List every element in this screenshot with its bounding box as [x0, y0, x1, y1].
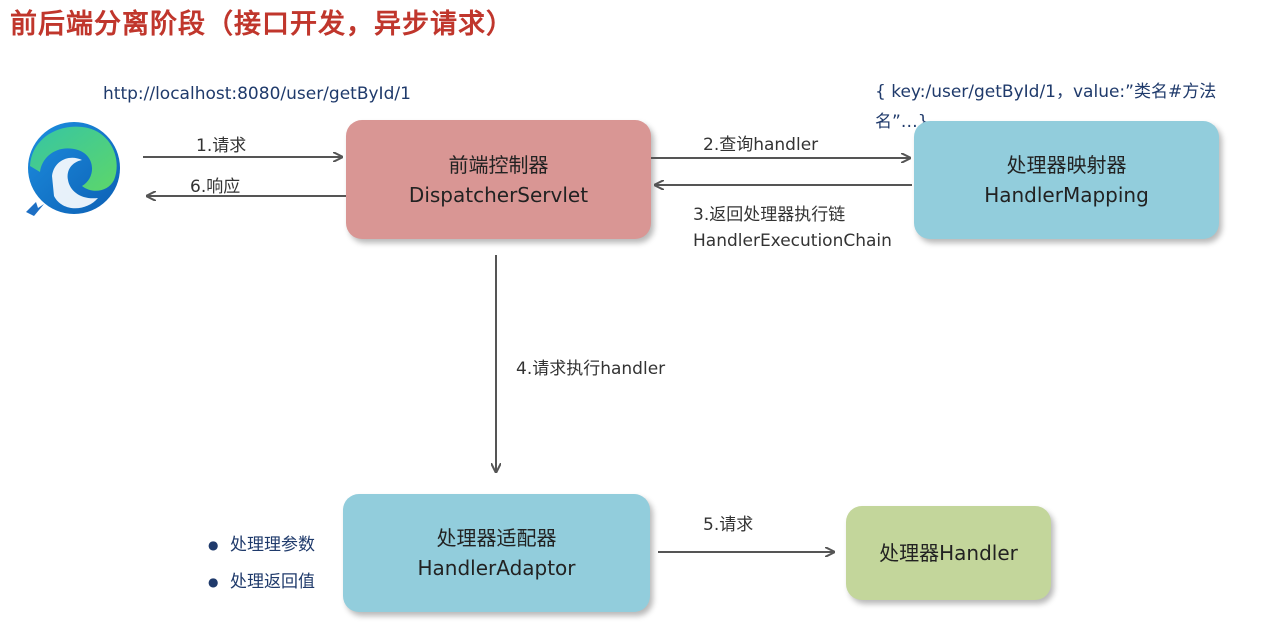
dispatcher-en-label: DispatcherServlet: [408, 182, 589, 207]
handler-mapping-note: { key:/user/getById/1，value:”类名#方法名”…}: [875, 82, 1217, 132]
dispatcher-servlet-node: 前端控制器 DispatcherServlet: [346, 120, 651, 239]
request-url: http://localhost:8080/user/getById/1: [103, 84, 411, 104]
edge-label-request: 1.请求: [196, 136, 247, 156]
edge-label-response: 6.响应: [190, 177, 241, 197]
adaptor-notes: ● 处理理参数 ● 处理返回值: [208, 531, 315, 605]
adaptor-note-text: 处理返回值: [230, 572, 315, 592]
handler-adaptor-node: 处理器适配器 HandlerAdaptor: [343, 494, 650, 612]
edge-label-return-chain: 3.返回处理器执行链: [693, 205, 846, 225]
adaptor-note-text: 处理理参数: [230, 535, 315, 555]
mapping-en-label: HandlerMapping: [984, 183, 1149, 207]
adaptor-en-label: HandlerAdaptor: [417, 556, 576, 580]
list-item: ● 处理理参数: [208, 531, 315, 568]
list-item: ● 处理返回值: [208, 568, 315, 605]
dispatcher-cn-label: 前端控制器: [448, 152, 549, 177]
edge-label-execution-chain: HandlerExecutionChain: [693, 231, 892, 251]
edge-label-execute-handler: 4.请求执行handler: [516, 359, 666, 379]
mapping-cn-label: 处理器映射器: [1006, 153, 1127, 177]
handler-node: 处理器Handler: [846, 506, 1051, 600]
bullet-icon: ●: [208, 575, 219, 589]
handler-label: 处理器Handler: [879, 541, 1018, 565]
edge-label-query-handler: 2.查询handler: [703, 135, 819, 155]
handler-mapping-node: 处理器映射器 HandlerMapping: [914, 121, 1219, 239]
edge-browser-icon: [26, 122, 120, 216]
edge-label-call-handler: 5.请求: [703, 515, 754, 535]
page-title: 前后端分离阶段（接口开发，异步请求）: [10, 9, 514, 40]
adaptor-cn-label: 处理器适配器: [436, 526, 557, 550]
bullet-icon: ●: [208, 538, 219, 552]
